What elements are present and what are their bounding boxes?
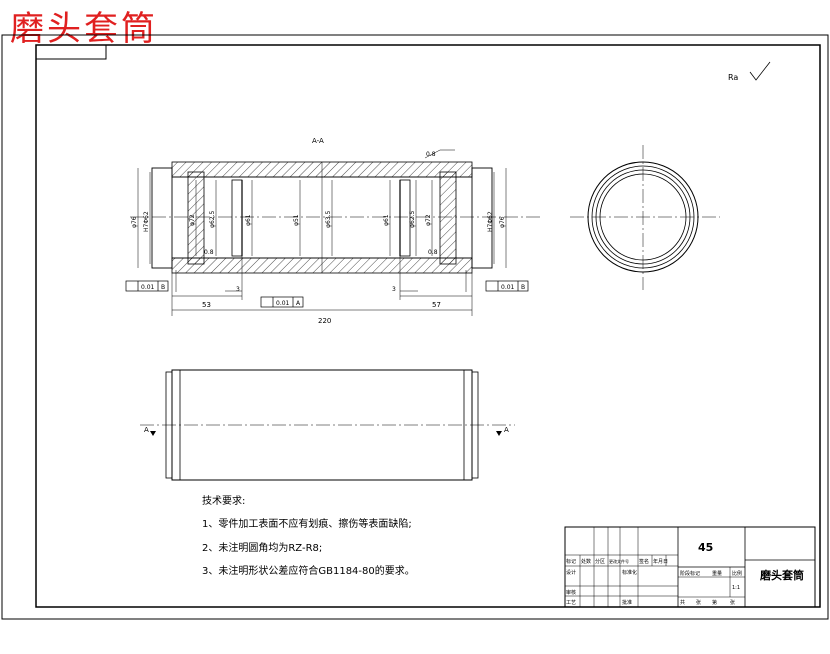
dim-left-length: 53 [202, 301, 211, 309]
dim-right-bore: φ61 [383, 214, 390, 226]
svg-text:年月日: 年月日 [653, 558, 668, 565]
svg-text:批准: 批准 [622, 599, 632, 606]
drawing-title-overlay: 磨头套筒 [10, 9, 158, 49]
side-view: A A [140, 369, 515, 481]
dim-left-bore: φ61 [245, 214, 252, 226]
tolerance-frame-center: 0.01 A [260, 296, 304, 308]
svg-text:0.01: 0.01 [141, 284, 155, 291]
svg-text:0.01: 0.01 [276, 300, 290, 307]
svg-text:分区: 分区 [595, 558, 605, 565]
note-3: 3、未注明形状公差应符合GB1184-80的要求。 [202, 564, 415, 577]
section-view [130, 149, 540, 316]
note-2: 2、未注明圆角均为RZ-R8; [202, 541, 322, 554]
scale-text: 1:1 [732, 585, 740, 591]
cut-label-left: A [144, 426, 149, 434]
dim-right-mid: φ72 [425, 214, 432, 226]
roughness-symbol: Ra [728, 61, 771, 82]
cut-label-right: A [504, 426, 509, 434]
svg-text:阶段标记: 阶段标记 [680, 570, 700, 577]
tolerance-frame-right: 0.01 B [485, 280, 529, 292]
dim-right-length: 57 [432, 301, 441, 309]
svg-text:设计: 设计 [566, 569, 576, 576]
dim-left-h: H7Φ62 [143, 211, 150, 232]
svg-text:B: B [521, 284, 525, 291]
sheet-outer-border [1, 34, 829, 620]
svg-text:工艺: 工艺 [566, 600, 576, 606]
svg-text:B: B [161, 284, 165, 291]
svg-text:签名: 签名 [639, 558, 649, 565]
dim-left-step: φ62.5 [209, 211, 216, 229]
section-label: A-A [312, 137, 324, 145]
note-1: 1、零件加工表面不应有划痕、擦伤等表面缺陷; [202, 517, 412, 530]
svg-text:张: 张 [730, 599, 735, 606]
corner-code-box [35, 44, 107, 60]
dim-right-step: φ62.5 [409, 211, 416, 229]
dim-left-outer: φ76 [131, 216, 138, 228]
dim-gap-left: 3 [236, 286, 240, 293]
dim-overall: 220 [318, 317, 331, 325]
section-dimensions: 220 53 57 3 3 0.8 0.8 0.8 φ76 H7Φ62 φ72 … [131, 151, 506, 325]
title-block: 45 磨头套筒 1:1 标记 处数 分区 更改文件号 签名 年月日 设计 审核 … [564, 526, 816, 608]
svg-text:张: 张 [696, 599, 701, 606]
svg-text:标准化: 标准化 [622, 569, 637, 576]
end-view [570, 145, 720, 290]
dim-chamfer-left: 0.8 [204, 249, 214, 256]
dim-left-mid: φ72 [189, 214, 196, 226]
part-name-text: 磨头套筒 [759, 568, 804, 582]
svg-text:审核: 审核 [566, 589, 576, 596]
material-text: 45 [698, 541, 713, 554]
svg-text:Ra: Ra [728, 73, 738, 82]
svg-text:标记: 标记 [566, 558, 576, 565]
dim-center: φ51 [293, 214, 300, 226]
dim-right-outer: φ76 [499, 216, 506, 228]
technical-notes: 技术要求: 1、零件加工表面不应有划痕、擦伤等表面缺陷; 2、未注明圆角均为RZ… [202, 494, 415, 577]
dim-chamfer-right: 0.8 [428, 249, 438, 256]
svg-text:共: 共 [680, 599, 685, 606]
svg-text:第: 第 [712, 599, 717, 606]
sheet-inner-border [35, 44, 821, 608]
svg-text:A: A [296, 300, 301, 307]
svg-text:处数: 处数 [581, 558, 591, 565]
dim-gap-right: 3 [392, 286, 396, 293]
dim-center2: φ63.5 [325, 211, 332, 229]
svg-text:比例: 比例 [732, 570, 742, 577]
svg-text:重量: 重量 [712, 570, 722, 577]
svg-text:更改文件号: 更改文件号 [609, 558, 629, 564]
notes-title: 技术要求: [202, 494, 245, 507]
tolerance-frame-left: 0.01 B [125, 280, 169, 292]
svg-text:0.01: 0.01 [501, 284, 515, 291]
dim-chamfer-top: 0.8 [426, 151, 436, 158]
dim-right-h: H7Φ62 [487, 211, 494, 232]
